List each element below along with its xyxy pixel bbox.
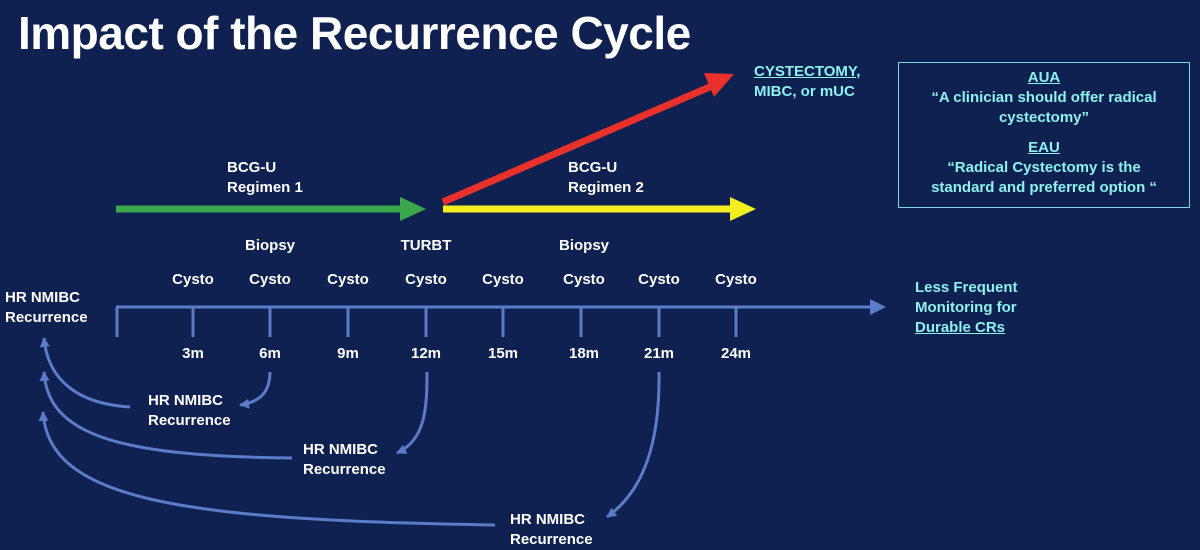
page-title: Impact of the Recurrence Cycle [18,7,691,59]
loop-3-return-arrow [38,411,496,527]
regimen-1-arrow [116,197,426,221]
recurrence-label-2: HR NMIBC Recurrence [303,441,386,478]
cysto-label-21m: Cysto [638,271,680,288]
loop-2-return-arrow [39,371,293,460]
guideline-eau-quote: “Radical Cystectomy is the standard and … [931,159,1157,196]
recurrence-label-3: HR NMIBC Recurrence [510,511,593,548]
cysto-label-24m: Cysto [715,271,757,288]
guideline-box: AUA “A clinician should offer radical cy… [898,62,1190,208]
timepoint-24m: 24m [720,345,752,362]
timepoint-21m: 21m [643,345,675,362]
timepoint-15m: 15m [487,345,519,362]
outcome-cystectomy: CYSTECTOMY, [754,63,861,80]
timepoint-9m: 9m [337,345,359,362]
loop-1-return-arrow [39,337,131,409]
start-recurrence-label: HR NMIBC Recurrence [5,289,88,326]
cysto-label-12m: Cysto [405,271,447,288]
timepoint-12m: 12m [410,345,442,362]
regimen-2-arrow [443,197,756,221]
procedure-biopsy-6m: Biopsy [244,237,296,254]
cysto-label-3m: Cysto [172,271,214,288]
timeline-ticks [191,307,738,337]
regimen-2-label: BCG-U Regimen 2 [568,159,644,196]
outcome-detail: MIBC, or mUC [754,83,855,100]
procedure-biopsy-18m: Biopsy [558,237,610,254]
timepoint-3m: 3m [182,345,204,362]
timepoint-18m: 18m [568,345,600,362]
recurrence-label-1: HR NMIBC Recurrence [148,392,231,429]
cysto-label-6m: Cysto [249,271,291,288]
cysto-label-18m: Cysto [563,271,605,288]
guideline-aua-quote: “A clinician should offer radical cystec… [931,89,1157,126]
cystectomy-arrowhead-icon [704,73,734,97]
guideline-aua-org: AUA [1027,69,1061,86]
loop-12m-down-arrow [396,371,429,455]
regimen-2-arrowhead-icon [730,197,756,221]
end-monitoring-label: Less Frequent Monitoring for Durable CRs [915,279,1018,336]
timeline-arrowhead-icon [870,299,886,315]
regimen-1-arrowhead-icon [400,197,426,221]
loop-21m-down-arrow [606,371,661,519]
loop-6m-down-arrow [239,371,272,409]
guideline-eau-org: EAU [1028,139,1060,156]
cystectomy-arrow [441,73,734,206]
procedure-turbt-12m: TURBT [400,237,452,254]
cysto-label-15m: Cysto [482,271,524,288]
outcome-label: CYSTECTOMY, MIBC, or mUC [754,62,860,102]
regimen-1-label: BCG-U Regimen 1 [227,159,303,196]
timepoint-6m: 6m [259,345,281,362]
cysto-label-9m: Cysto [327,271,369,288]
